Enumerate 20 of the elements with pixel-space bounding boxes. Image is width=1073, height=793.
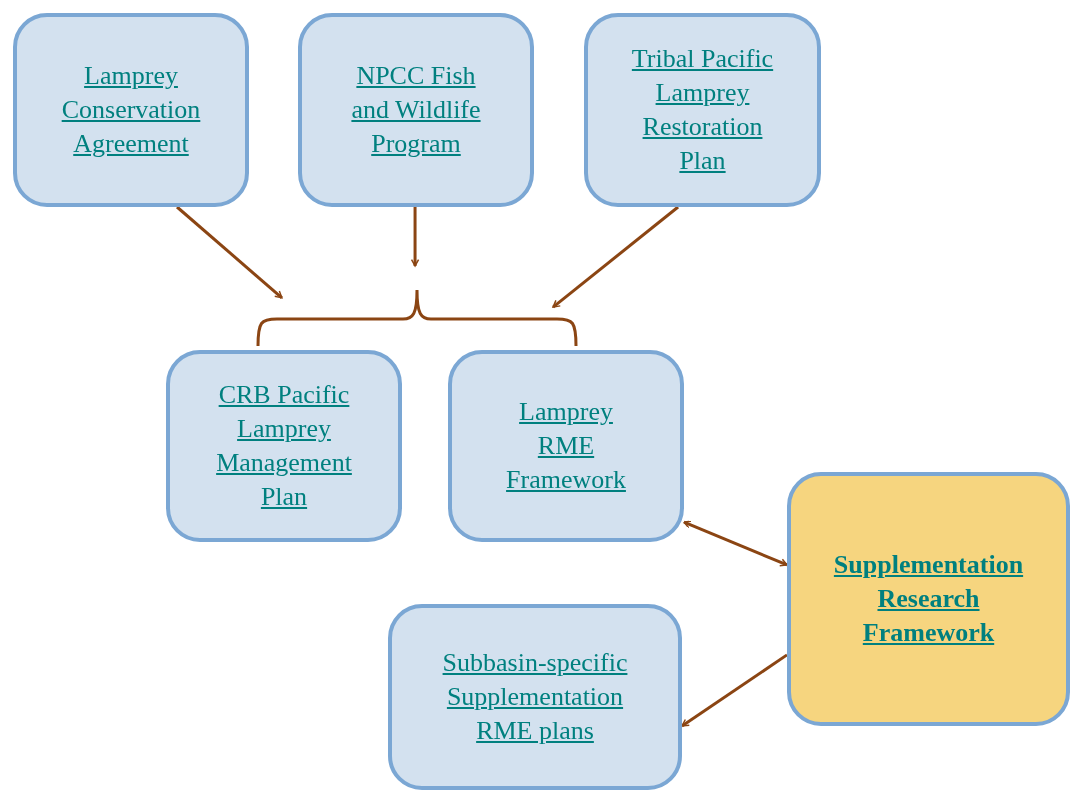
link: Tribal Pacific Lamprey Restoration Plan [630,43,775,177]
arrow [683,520,788,567]
process-box [787,472,1070,726]
link: Subbasin-specific Supplementation RME plans [441,647,629,747]
process-box [448,350,684,542]
link: CRB Pacific Lamprey Management Plan [215,379,353,513]
process-box [584,13,821,207]
link: Lamprey RME Framework [505,396,627,496]
link: Supplementation Research Framework [832,549,1025,649]
process-box [13,13,249,207]
link: Lamprey Conservation Agreement [60,60,202,160]
arrow [410,207,420,267]
arrow [552,205,680,309]
process-box [388,604,682,790]
arrow [176,205,283,299]
curly-bracket [255,288,579,346]
arrow [681,653,788,728]
process-box [298,13,534,207]
process-box [166,350,402,542]
link: NPCC Fish and Wildlife Program [350,60,482,160]
